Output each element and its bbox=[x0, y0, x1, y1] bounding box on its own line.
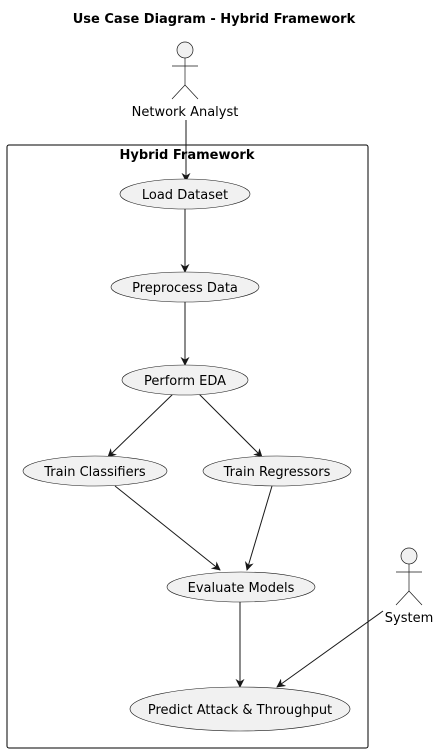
use-case-ellipse bbox=[202, 455, 352, 487]
use-case-preprocess-data[interactable]: Preprocess Data bbox=[110, 271, 260, 303]
use-case-predict-attack-throughput[interactable]: Predict Attack & Throughput bbox=[129, 686, 351, 732]
system-boundary bbox=[6, 144, 369, 749]
use-case-ellipse bbox=[166, 571, 316, 603]
use-case-label: Predict Attack & Throughput bbox=[148, 703, 332, 718]
use-case-label: Train Classifiers bbox=[43, 465, 146, 480]
use-case-train-classifiers[interactable]: Train Classifiers bbox=[22, 455, 168, 487]
edge-eda-to-regressors bbox=[198, 393, 263, 458]
actor-network-analyst[interactable]: Network Analyst bbox=[132, 41, 239, 120]
relations bbox=[107, 120, 384, 688]
use-case-label: Perform EDA bbox=[144, 374, 226, 389]
stick-figure-icon bbox=[395, 547, 423, 606]
edge-regressors-to-evaluate bbox=[244, 485, 273, 571]
use-case-load-dataset[interactable]: Load Dataset bbox=[119, 178, 251, 210]
use-case-train-regressors[interactable]: Train Regressors bbox=[202, 455, 352, 487]
use-case-ellipse bbox=[22, 455, 168, 487]
actor-label: Network Analyst bbox=[132, 105, 239, 120]
use-case-ellipse bbox=[119, 178, 251, 210]
use-case-perform-eda[interactable]: Perform EDA bbox=[121, 364, 249, 396]
diagram-title: Use Case Diagram - Hybrid Framework bbox=[73, 12, 356, 27]
use-case-ellipse bbox=[129, 686, 351, 732]
use-case-label: Preprocess Data bbox=[132, 281, 238, 296]
edge-system-to-predict bbox=[276, 610, 384, 688]
use-case-label: Train Regressors bbox=[223, 465, 331, 480]
use-case-ellipse bbox=[110, 271, 260, 303]
edge-eda-to-classifiers bbox=[107, 393, 174, 458]
actor-system[interactable]: System bbox=[385, 547, 433, 626]
use-case-ellipse bbox=[121, 364, 249, 396]
use-case-label: Load Dataset bbox=[142, 188, 228, 203]
use-case-evaluate-models[interactable]: Evaluate Models bbox=[166, 571, 316, 603]
stick-figure-icon bbox=[171, 41, 199, 100]
system-boundary-label: Hybrid Framework bbox=[120, 148, 255, 163]
use-case-label: Evaluate Models bbox=[188, 581, 295, 596]
actor-label: System bbox=[385, 611, 433, 626]
edge-classifiers-to-evaluate bbox=[114, 485, 221, 571]
